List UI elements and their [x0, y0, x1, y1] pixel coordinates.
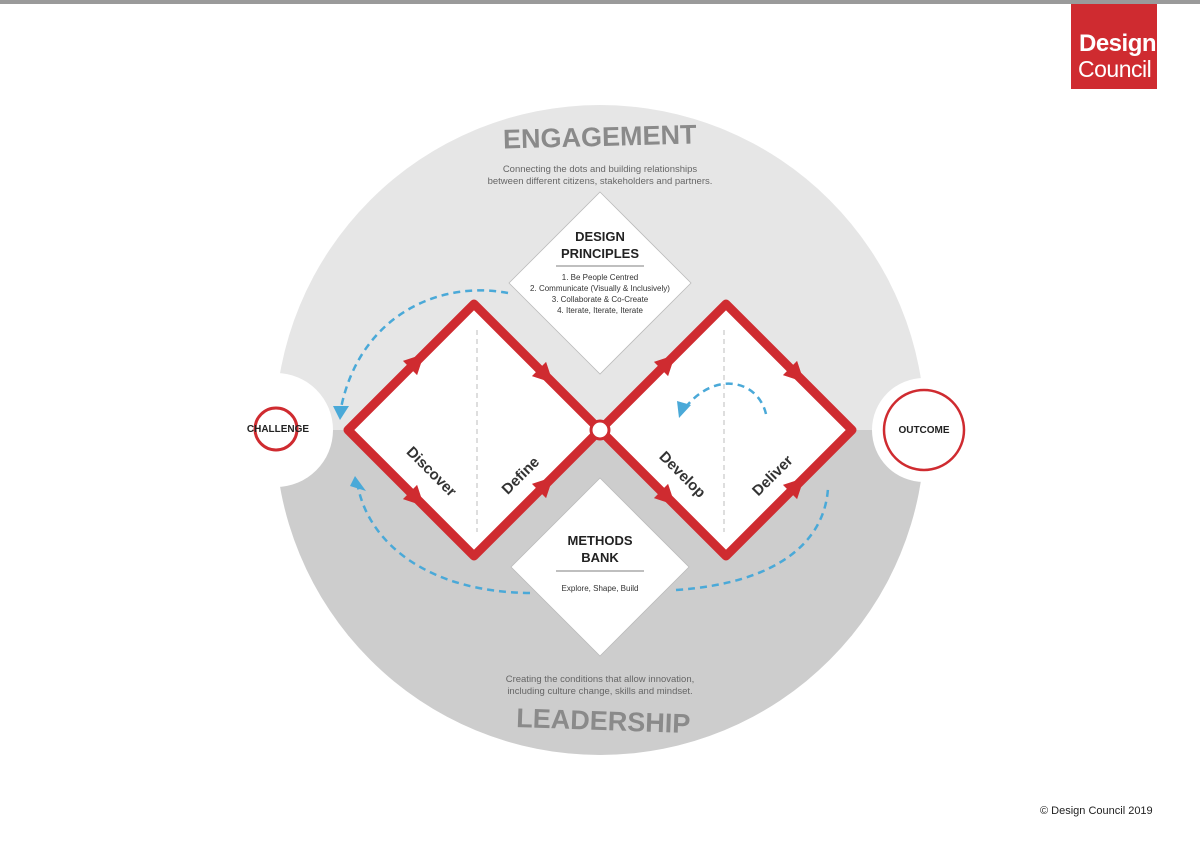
center-junction-dot: [589, 419, 611, 441]
outcome-ring: [882, 388, 966, 472]
methods-bank-title-1: METHODS: [568, 533, 633, 548]
methods-bank-title-2: BANK: [581, 550, 619, 565]
loop-bottom-left: [356, 486, 531, 595]
loop-bottom-right: [675, 487, 830, 592]
arrow-discover-up: [402, 353, 425, 376]
loop-top-left: [339, 289, 509, 409]
challenge-ring: [253, 406, 299, 452]
top-border: [0, 0, 1200, 4]
design-principle-3: 3. Collaborate & Co-Create: [552, 295, 649, 304]
arrow-deliver-down: [782, 360, 805, 383]
methods-bank-subtitle: Explore, Shape, Build: [562, 584, 639, 593]
design-principles-title-2: PRINCIPLES: [561, 246, 639, 261]
loop-arrowheads: [333, 401, 691, 491]
logo-line-2: Council: [1078, 56, 1152, 82]
arrow-deliver-up: [782, 477, 805, 500]
engagement-title: ENGAGEMENT: [503, 119, 698, 154]
outcome-label: OUTCOME: [898, 425, 949, 436]
challenge-disc: [219, 373, 333, 487]
loop-arrow-left-top: [333, 406, 349, 420]
design-principles-diamond: [508, 191, 692, 375]
design-principle-1: 1. Be People Centred: [562, 273, 639, 282]
loop-arrow-left-bottom: [350, 476, 366, 491]
arrow-define-down: [531, 361, 554, 384]
copyright-text: © Design Council 2019: [1040, 805, 1153, 817]
arrow-develop-down: [653, 483, 676, 506]
loop-arrow-small: [677, 401, 691, 418]
leadership-desc-2: including culture change, skills and min…: [507, 686, 692, 697]
leadership-title: LEADERSHIP: [516, 703, 691, 739]
logo-line-1: Design: [1079, 30, 1157, 57]
engagement-desc-2: between different citizens, stakeholders…: [488, 176, 713, 187]
outcome-disc: [872, 378, 976, 482]
flow-arrows: [402, 353, 805, 507]
methods-bank-diamond: [510, 477, 690, 657]
engagement-desc-1: Connecting the dots and building relatio…: [503, 164, 698, 175]
design-principle-2: 2. Communicate (Visually & Inclusively): [530, 284, 670, 293]
arrow-discover-down: [402, 484, 425, 507]
second-diamond-outline: [595, 299, 857, 561]
arrow-define-up: [531, 476, 554, 499]
challenge-label: CHALLENGE: [247, 424, 310, 435]
arrow-develop-up: [653, 354, 676, 377]
leadership-desc-1: Creating the conditions that allow innov…: [506, 674, 695, 685]
design-principle-4: 4. Iterate, Iterate, Iterate: [557, 306, 643, 315]
design-principles-title-1: DESIGN: [575, 229, 625, 244]
iteration-loops: [339, 289, 830, 595]
design-council-logo: Design Council: [1071, 4, 1157, 89]
loop-small-right: [684, 382, 768, 415]
